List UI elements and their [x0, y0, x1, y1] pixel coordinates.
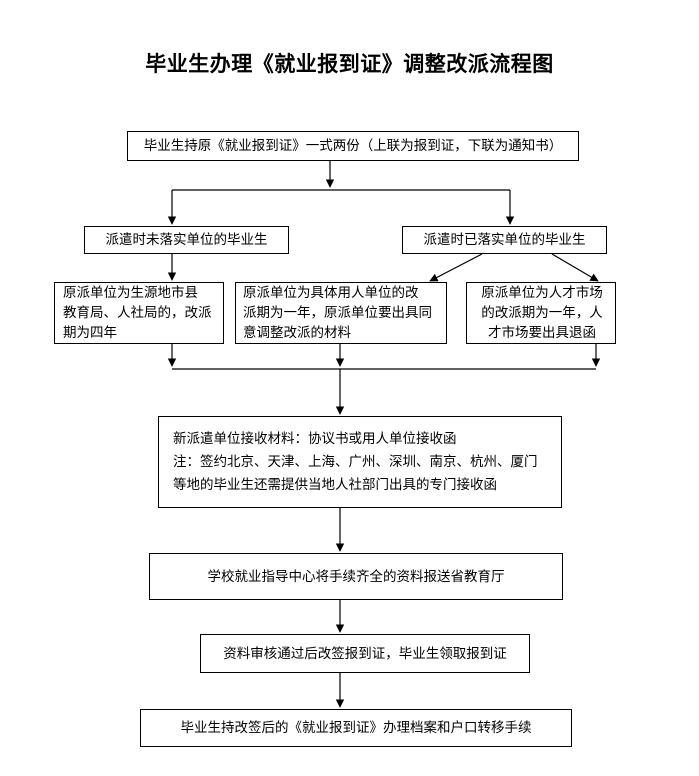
step-has-unit: 派遣时已落实单位的毕业生	[402, 226, 607, 254]
arrow-to-case-c	[551, 253, 599, 282]
step-start: 毕业生持原《就业报到证》一式两份（上联为报到证，下联为通知书）	[127, 131, 579, 161]
step-start-text: 毕业生持原《就业报到证》一式两份（上联为报到证，下联为通知书）	[143, 138, 563, 154]
step-review: 资料审核通过后改签报到证，毕业生领取报到证	[200, 634, 530, 673]
step-materials: 新派遣单位接收材料：协议书或用人单位接收函 注：签约北京、天津、上海、广州、深圳…	[158, 416, 562, 508]
step-has-unit-text: 派遣时已落实单位的毕业生	[423, 232, 586, 248]
step-final-text: 毕业生持改签后的《就业报到证》办理档案和户口转移手续	[180, 720, 532, 736]
step-no-unit-text: 派遣时未落实单位的毕业生	[105, 232, 268, 248]
step-review-text: 资料审核通过后改签报到证，毕业生领取报到证	[223, 645, 507, 662]
case-c-line-3: 才市场要出具退函	[488, 325, 596, 341]
step-no-unit: 派遣时未落实单位的毕业生	[84, 226, 289, 254]
case-b-line-3: 意调整改派的材料	[243, 325, 351, 341]
step-case-a: 原派单位为生源地市县 教育局、人社局的，改派 期为四年	[54, 282, 224, 344]
step-school-text: 学校就业指导中心将手续齐全的资料报送省教育厅	[207, 568, 505, 585]
case-b-line-1: 原派单位为具体用人单位的改	[243, 285, 419, 301]
case-b-line-2: 派期为一年，原派单位要出具同	[243, 305, 432, 321]
case-a-line-2: 教育局、人社局的，改派	[63, 305, 212, 321]
arrow-to-case-b	[429, 253, 483, 282]
case-c-line-1: 原派单位为人才市场	[481, 285, 603, 301]
step-school: 学校就业指导中心将手续齐全的资料报送省教育厅	[149, 553, 563, 600]
page-title: 毕业生办理《就业报到证》调整改派流程图	[145, 52, 554, 76]
step-case-c: 原派单位为人才市场 的改派期为一年，人 才市场要出具退函	[466, 282, 616, 344]
step-case-b: 原派单位为具体用人单位的改 派期为一年，原派单位要出具同 意调整改派的材料	[235, 282, 447, 344]
materials-line-1: 新派遣单位接收材料：协议书或用人单位接收函	[173, 430, 457, 447]
case-a-line-1: 原派单位为生源地市县	[63, 285, 198, 301]
step-final: 毕业生持改签后的《就业报到证》办理档案和户口转移手续	[140, 709, 572, 747]
materials-line-2: 注：签约北京、天津、上海、广州、深圳、南京、杭州、厦门	[173, 453, 538, 470]
materials-line-3: 等地的毕业生还需提供当地人社部门出具的专门接收函	[173, 476, 497, 493]
case-c-line-2: 的改派期为一年，人	[481, 305, 603, 321]
case-a-line-3: 期为四年	[63, 325, 117, 341]
